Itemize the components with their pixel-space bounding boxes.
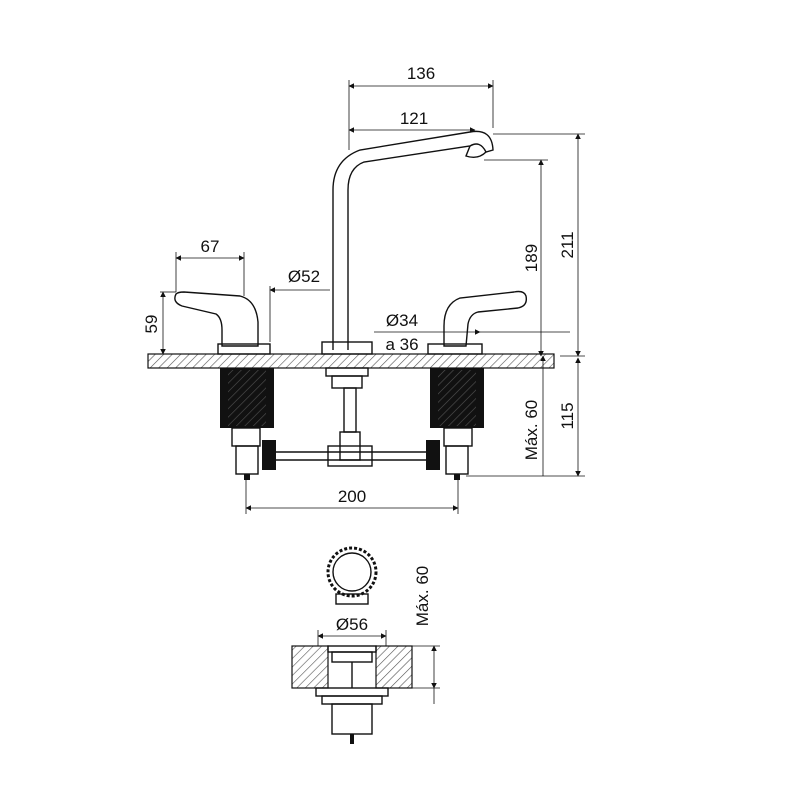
- dimension-56: Ø56: [317, 615, 387, 646]
- dimension-max-60-deck: Máx. 60: [522, 355, 546, 476]
- dimension-52-label: Ø52: [288, 267, 320, 286]
- dimension-67: 67: [175, 237, 245, 296]
- dimension-189: 189: [484, 159, 548, 357]
- countertop: [147, 353, 555, 369]
- dimension-211: 211: [493, 133, 585, 357]
- dimension-136: 136: [348, 64, 494, 150]
- left-valve-body: [220, 368, 274, 480]
- dimension-34-36: Ø34 a 36: [374, 311, 570, 354]
- dimension-211-label: 211: [558, 231, 577, 258]
- left-handle: [174, 291, 271, 355]
- dimension-max-60-deck-label: Máx. 60: [522, 400, 541, 460]
- dimension-200-label: 200: [338, 487, 366, 506]
- dimension-52: Ø52: [269, 267, 330, 342]
- dimension-200: 200: [245, 480, 459, 514]
- dimension-115-label: 115: [558, 402, 577, 429]
- dimension-56-label: Ø56: [336, 615, 368, 634]
- dimension-max-60-drain-label: Máx. 60: [413, 566, 432, 626]
- dimension-121: 121: [348, 109, 476, 133]
- dimension-34-label: Ø34: [386, 311, 418, 330]
- dimension-121-label: 121: [400, 109, 428, 128]
- dimension-36-label: a 36: [385, 335, 418, 354]
- dimension-189-label: 189: [522, 244, 541, 272]
- dimension-59: 59: [142, 291, 176, 355]
- dimension-59-label: 59: [142, 315, 161, 334]
- right-handle: [427, 290, 528, 355]
- right-valve-body: [430, 368, 484, 480]
- drain-top-view: [326, 546, 378, 605]
- connection-pipe: [262, 440, 440, 470]
- dimension-max-60-drain: Máx. 60: [412, 566, 440, 704]
- drain-section: [291, 645, 413, 744]
- dimension-115: 115: [466, 357, 585, 477]
- dimension-136-label: 136: [407, 64, 435, 83]
- dimension-67-label: 67: [201, 237, 220, 256]
